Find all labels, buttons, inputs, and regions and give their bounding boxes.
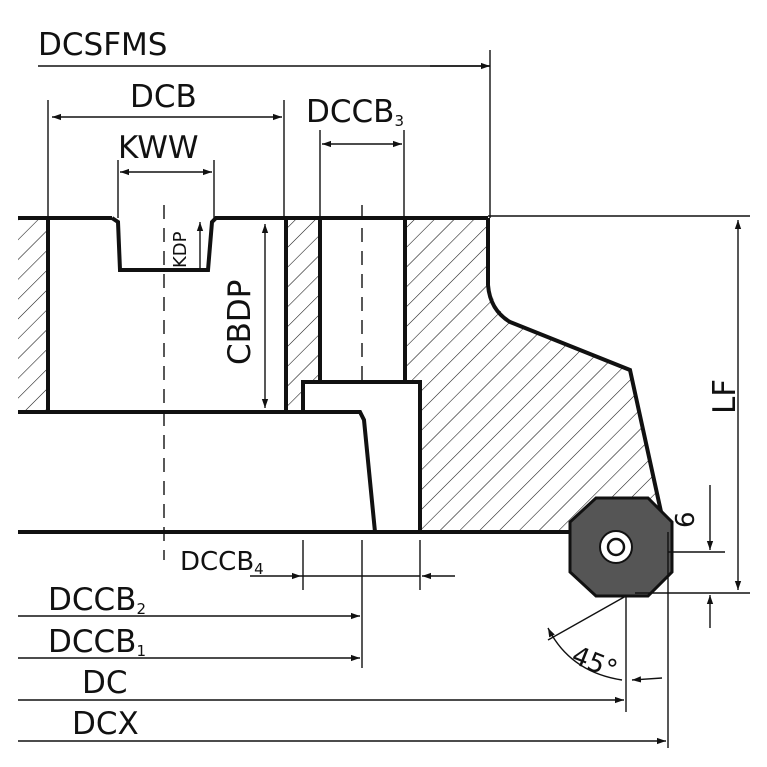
extension-lines xyxy=(38,50,750,748)
label-dccb2-main: DCCB xyxy=(48,582,136,618)
main-body-hatch xyxy=(405,218,665,532)
label-dccb3-sub: 3 xyxy=(394,112,404,130)
label-dccb2-sub: 2 xyxy=(136,600,146,618)
label-dccb1: DCCB1 xyxy=(48,624,146,660)
label-dccb3: DCCB3 xyxy=(306,94,404,130)
label-dcb: DCB xyxy=(130,79,197,115)
labels: DCSFMS DCB KWW DCCB3 KDP CBDP LF 6 DCCB4… xyxy=(38,27,743,742)
left-hatch-band xyxy=(18,218,48,410)
label-dccb4-sub: 4 xyxy=(254,560,264,578)
label-dcx: DCX xyxy=(72,706,139,742)
label-kdp: KDP xyxy=(170,231,191,268)
dimension-lines xyxy=(18,62,742,745)
label-dc: DC xyxy=(82,665,128,701)
center-lines xyxy=(163,205,363,560)
label-dccb1-sub: 1 xyxy=(136,642,146,660)
label-lf: LF xyxy=(707,379,743,414)
label-six: 6 xyxy=(671,511,701,528)
insert xyxy=(568,496,674,598)
label-dccb1-main: DCCB xyxy=(48,624,136,660)
label-dccb4-main: DCCB xyxy=(180,547,254,577)
insert-screw-inner xyxy=(606,537,626,557)
label-kww: KWW xyxy=(118,130,199,166)
label-cbdp: CBDP xyxy=(222,280,258,365)
label-dccb3-main: DCCB xyxy=(306,94,394,130)
label-dcsfms: DCSFMS xyxy=(38,27,167,63)
label-dccb2: DCCB2 xyxy=(48,582,146,618)
middle-hatch-band xyxy=(286,218,320,410)
label-dccb4: DCCB4 xyxy=(180,547,264,578)
body-outline xyxy=(18,216,667,534)
body-section xyxy=(18,218,665,532)
